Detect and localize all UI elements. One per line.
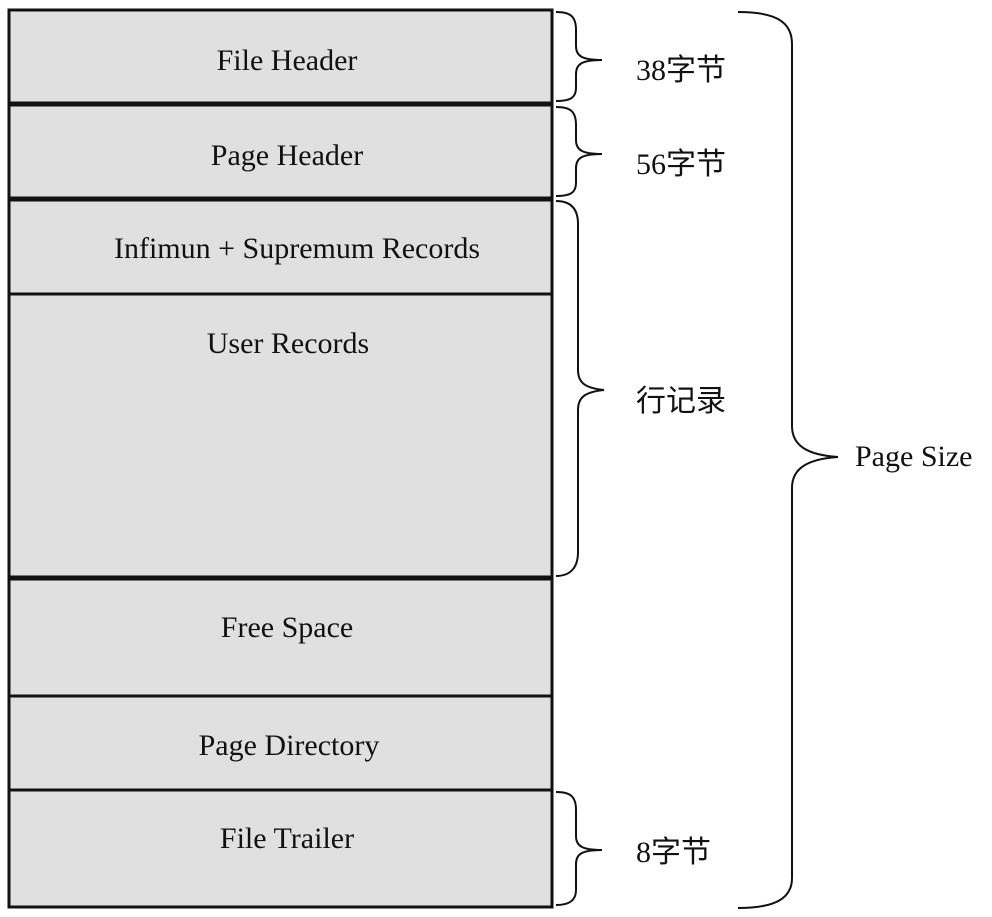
segment-user-records: User Records [7, 292, 554, 579]
segment-page-directory-box [7, 694, 554, 792]
segment-file-header-label: File Header [217, 44, 358, 77]
segment-page-header-box [7, 103, 554, 200]
segment-infimum-supremum-label: Infimun + Supremum Records [114, 232, 480, 265]
segment-infimum-supremum-box [7, 198, 554, 296]
segment-page-header-label: Page Header [211, 139, 363, 172]
segment-free-space-label: Free Space [221, 611, 353, 644]
brace-file-trailer [555, 791, 603, 906]
annotation-row-records: 行记录 [636, 385, 726, 418]
segment-user-records-box [7, 292, 554, 579]
annotation-page-header-size: 56字节 [636, 148, 726, 181]
brace-row-records [555, 200, 605, 577]
segment-file-header-box [7, 8, 554, 105]
annotation-file-header-size: 38字节 [636, 54, 726, 87]
segment-page-directory-label: Page Directory [199, 729, 380, 762]
brace-page-size [737, 11, 839, 909]
annotation-file-trailer-size: 8字节 [636, 836, 711, 869]
segment-file-trailer-label: File Trailer [220, 822, 354, 855]
segment-page-directory: Page Directory [7, 694, 554, 792]
brace-file-header [555, 11, 603, 102]
segment-infimum-supremum: Infimun + Supremum Records [7, 198, 554, 296]
segments-stack: File Header Page Header Infimun + Suprem… [7, 8, 554, 909]
segment-free-space: Free Space [7, 577, 554, 698]
segment-file-trailer-box [7, 788, 554, 909]
annotation-page-size: Page Size [855, 440, 972, 473]
segment-file-header: File Header [7, 8, 554, 105]
segment-user-records-label: User Records [207, 327, 369, 360]
segment-page-header: Page Header [7, 103, 554, 200]
segment-file-trailer: File Trailer [7, 788, 554, 909]
brace-page-header [555, 106, 603, 197]
